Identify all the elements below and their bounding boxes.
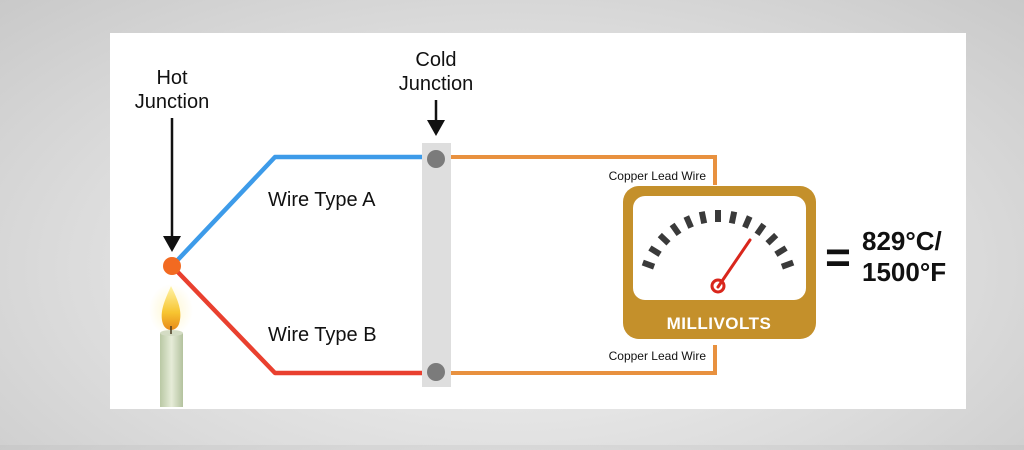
meter-label: MILLIVOLTS [667,314,772,333]
meter-scale-ticks [641,210,795,270]
meter-tick [698,211,708,225]
meter-face [633,196,806,300]
hot-junction-label-line1: Hot [156,67,188,89]
equals-sign: = [825,233,851,282]
terminal-bottom [427,363,445,381]
meter-tick [754,222,767,237]
meter-needle-pivot [710,278,726,294]
meter-tick [648,245,662,257]
copper-lead-wire-label-bottom: Copper Lead Wire [609,349,707,363]
diagram-panel [110,33,966,409]
meter-tick [657,232,671,246]
wire-type-b-label: Wire Type B [268,324,377,346]
cold-junction-block [422,143,451,387]
copper-lead-wire-label-top: Copper Lead Wire [609,169,707,183]
terminal-top [427,150,445,168]
millivolt-meter: MILLIVOLTS [623,186,816,339]
meter-tick [780,259,795,270]
wire-type-a-label: Wire Type A [268,189,376,211]
hot-junction-dot [163,257,181,275]
cold-junction-arrowhead [427,120,445,136]
meter-tick [683,215,694,229]
wire-type-a [170,154,436,268]
copper-lead-wire-bottom [436,345,717,375]
meter-tick [742,215,753,229]
candle [160,333,183,407]
copper-lead-wire-top [436,155,717,185]
meter-tick [765,232,779,246]
reading-line1: 829°C/ [862,226,942,256]
meter-tick [641,259,656,270]
flame-icon [161,286,181,330]
meter-tick [728,211,738,225]
wire-type-b [170,264,436,376]
meter-tick [669,222,682,237]
meter-tick [774,245,788,257]
cold-junction-label-line2: Junction [399,73,474,95]
hot-junction-arrowhead [163,236,181,252]
meter-needle [716,238,752,289]
reading-line2: 1500°F [862,257,946,287]
cold-junction-label-line1: Cold [415,49,456,71]
hot-junction-label-line2: Junction [135,91,210,113]
